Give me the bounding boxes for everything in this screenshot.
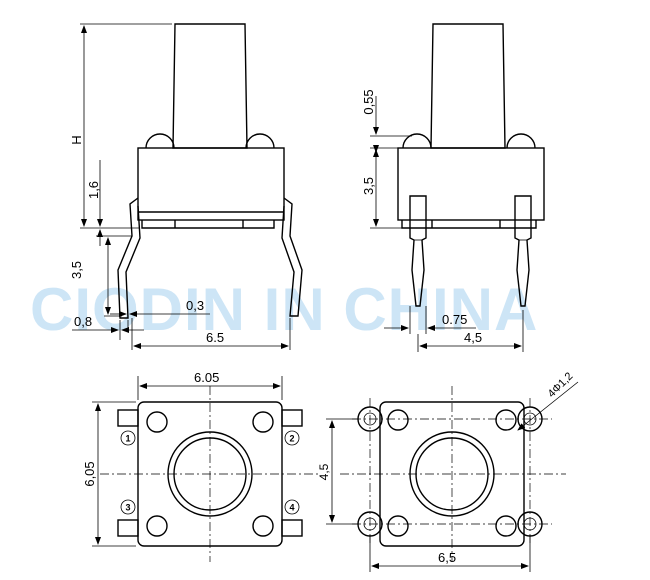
hole-callout: 4Φ1,2 <box>517 370 579 431</box>
dimension-3-5-front: 3,5 <box>361 147 402 229</box>
dim-1-6-label: 1,6 <box>86 181 101 199</box>
svg-text:1: 1 <box>125 434 130 444</box>
dim-6-5-side-label: 6.5 <box>206 330 224 345</box>
dim-6-05-height-label: 6,05 <box>82 461 97 486</box>
dimension-6-5: 6.5 <box>131 318 291 350</box>
side-view-body <box>137 23 285 229</box>
side-view-leads <box>117 197 303 319</box>
dim-0-55-label: 0,55 <box>361 89 376 114</box>
dimension-6-5-footprint: 6,5 <box>369 536 531 572</box>
pin-marker-4: 4 <box>284 499 300 515</box>
footprint-view: 4Φ1,2 4,5 6,5 <box>317 370 579 572</box>
dimension-0-55: 0,55 <box>361 89 412 153</box>
svg-text:2: 2 <box>289 434 294 444</box>
dim-0-75-label: 0.75 <box>442 312 467 327</box>
dimension-6-05-height: 6,05 <box>82 401 136 547</box>
svg-text:3: 3 <box>125 503 130 513</box>
dim-4-5-footprint-label: 4,5 <box>317 463 331 480</box>
pin-marker-3: 3 <box>120 499 136 515</box>
front-view: 0,55 3,5 0.75 4,5 <box>361 23 545 352</box>
dim-3-5-side-label: 3,5 <box>69 261 84 279</box>
dimension-1-6: 1,6 <box>86 160 103 246</box>
dim-3-5-front-label: 3,5 <box>361 177 376 195</box>
dimension-h: H <box>69 23 172 229</box>
dim-h-label: H <box>69 135 84 144</box>
dimension-4-5-front: 4,5 <box>417 310 524 352</box>
top-view: 1 2 3 4 6.05 6,05 <box>82 370 318 562</box>
front-view-body <box>397 23 545 229</box>
plunger-circle <box>167 431 253 517</box>
dim-6-5-footprint-label: 6,5 <box>438 550 456 565</box>
terminal-tab <box>117 519 139 537</box>
svg-text:4: 4 <box>289 503 294 513</box>
dimension-6-05-width: 6.05 <box>137 370 283 400</box>
pin-marker-2: 2 <box>284 430 300 446</box>
front-view-leads <box>409 195 532 307</box>
dim-0-3-label: 0,3 <box>186 298 204 313</box>
dimension-0-75: 0.75 <box>384 306 476 334</box>
side-view: H 1,6 3,5 0,3 0,8 <box>69 23 303 350</box>
dim-4-5-front-label: 4,5 <box>464 330 482 345</box>
terminal-tab <box>281 409 303 427</box>
dimension-3-5: 3,5 <box>69 235 132 317</box>
terminal-tab <box>117 409 139 427</box>
dimension-0-8: 0,8 <box>72 314 144 340</box>
mounting-hole <box>517 406 543 432</box>
watermark-text: CIODIN IN CHINA <box>30 276 538 343</box>
pin-marker-1: 1 <box>120 430 136 446</box>
dim-6-05-width-label: 6.05 <box>194 370 219 385</box>
dimension-4-5-footprint: 4,5 <box>317 418 358 525</box>
terminal-tab <box>281 519 303 537</box>
dim-0-8-label: 0,8 <box>74 314 92 329</box>
